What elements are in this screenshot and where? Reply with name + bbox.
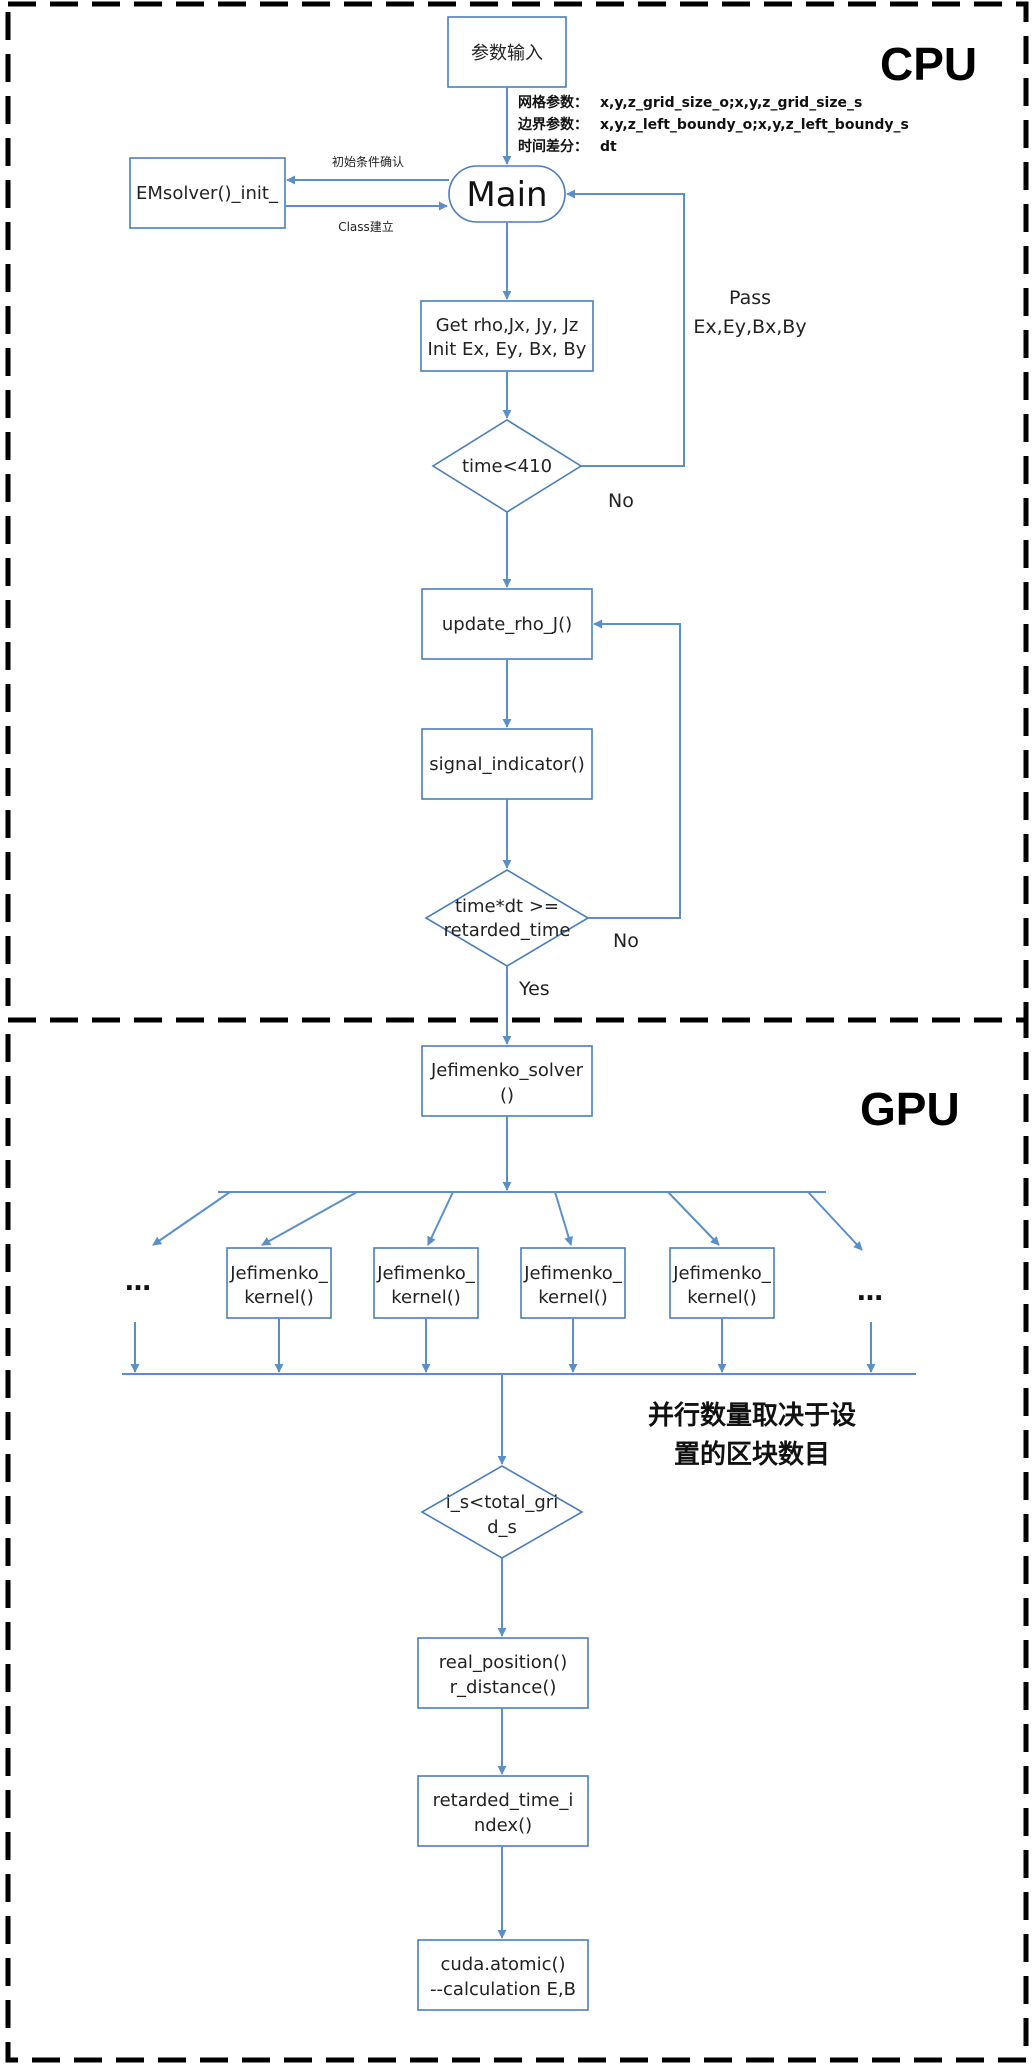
ellipsis-right: … — [857, 1277, 883, 1307]
retarded-index-label-2: ndex() — [474, 1815, 532, 1836]
retarded-index-label-1: retarded_time_i — [433, 1790, 574, 1811]
boundary-param-label: 边界参数： — [517, 116, 588, 133]
kernel-4-label-1: Jefimenko_ — [672, 1263, 772, 1284]
retarded-time-decision — [424, 869, 590, 967]
grid-param-label: 网格参数： — [518, 94, 588, 111]
is-check-label-1: i_s<total_gri — [446, 1492, 558, 1513]
cuda-atomic-label-2: --calculation E,B — [430, 1979, 576, 2000]
edge-loop-no-to-update — [588, 619, 681, 919]
kernel-2: Jefimenko_ kernel() — [373, 1247, 479, 1319]
kernel-1-label-1: Jefimenko_ — [229, 1263, 329, 1284]
kernel-2-label-2: kernel() — [391, 1287, 460, 1308]
cuda-atomic-node — [417, 1939, 589, 2011]
get-rho-label-2: Init Ex, Ey, Bx, By — [428, 339, 587, 360]
edge-fanout-kernel-1 — [261, 1191, 358, 1246]
pass-label-2: Ex,Ey,Bx,By — [693, 316, 806, 338]
retarded-label-2: retarded_time — [444, 920, 571, 941]
jefimenko-solver-label-2: () — [500, 1085, 514, 1106]
no-label-1: No — [608, 490, 634, 512]
pass-label-1: Pass — [729, 287, 771, 309]
time-param-value: dt — [600, 139, 617, 155]
cpu-zone-title: CPU — [880, 38, 977, 90]
init-confirm-label: 初始条件确认 — [332, 155, 404, 169]
kernel-2-node — [373, 1247, 479, 1319]
kernel-1: Jefimenko_ kernel() — [226, 1247, 332, 1319]
kernel-3: Jefimenko_ kernel() — [520, 1247, 626, 1319]
edge-fanout-dots-right — [807, 1191, 863, 1251]
edge-loop-pass-to-main — [566, 189, 685, 467]
kernel-4-label-2: kernel() — [687, 1287, 756, 1308]
emsolver-init-node — [129, 157, 286, 229]
kernel-2-label-1: Jefimenko_ — [376, 1263, 476, 1284]
retarded-index-node — [417, 1775, 589, 1847]
parallel-note-2: 置的区块数目 — [674, 1439, 830, 1470]
parameter-notes: 网格参数： x,y,z_grid_size_o;x,y,z_grid_size_… — [517, 94, 909, 155]
kernel-4-node — [669, 1247, 775, 1319]
cuda-atomic-label-1: cuda.atomic() — [440, 1954, 565, 1975]
time-check-label: time<410 — [462, 456, 552, 477]
edge-fanout-dots-left — [152, 1191, 231, 1246]
kernel-1-label-2: kernel() — [244, 1287, 313, 1308]
param-input-label: 参数输入 — [471, 43, 543, 64]
kernel-4: Jefimenko_ kernel() — [669, 1247, 775, 1319]
kernel-3-label-1: Jefimenko_ — [523, 1263, 623, 1284]
edge-fanout-kernel-4 — [667, 1191, 720, 1246]
update-rho-label: update_rho_J() — [442, 614, 572, 635]
boundary-param-value: x,y,z_left_boundy_o;x,y,z_left_boundy_s — [600, 117, 909, 133]
real-position-node — [417, 1637, 589, 1709]
gpu-zone-title: GPU — [860, 1083, 960, 1135]
signal-indicator-label: signal_indicator() — [429, 754, 585, 775]
retarded-label-1: time*dt >= — [455, 896, 559, 917]
parallel-note-1: 并行数量取决于设 — [648, 1400, 856, 1431]
signal-indicator-node — [421, 728, 593, 800]
ellipsis-left: … — [125, 1267, 151, 1297]
edge-fanout-kernel-3 — [554, 1191, 573, 1246]
jefimenko-solver-label-1: Jefimenko_solver — [430, 1060, 584, 1081]
real-position-label-1: real_position() — [439, 1652, 567, 1673]
update-rho-node — [421, 588, 593, 660]
emsolver-init-label: EMsolver()_init_ — [136, 183, 279, 204]
is-check-label-2: d_s — [487, 1517, 517, 1538]
main-label: Main — [466, 175, 547, 215]
time-param-label: 时间差分： — [518, 138, 588, 155]
grid-param-value: x,y,z_grid_size_o;x,y,z_grid_size_s — [600, 95, 862, 111]
get-rho-label-1: Get rho,Jx, Jy, Jz — [436, 315, 579, 336]
real-position-label-2: r_distance() — [450, 1677, 557, 1698]
no-label-2: No — [613, 930, 639, 952]
jefimenko-solver-node — [421, 1045, 593, 1117]
cpu-zone-border — [5, 1, 1029, 1023]
kernel-3-label-2: kernel() — [538, 1287, 607, 1308]
edge-fanout-kernel-2 — [427, 1191, 454, 1246]
get-rho-node — [420, 300, 594, 372]
yes-label: Yes — [518, 978, 550, 1000]
kernel-3-node — [520, 1247, 626, 1319]
gpu-zone-border — [5, 1017, 1029, 2063]
class-build-label: Class建立 — [338, 219, 394, 234]
